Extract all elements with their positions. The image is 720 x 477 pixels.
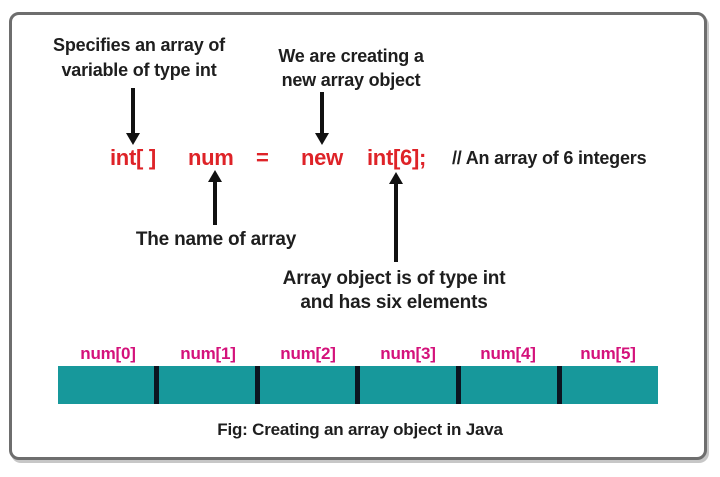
- arrow-shaft: [131, 88, 135, 133]
- annotation-new-object: We are creating a new array object: [261, 44, 441, 92]
- array-cell-label-0: num[0]: [80, 344, 136, 363]
- array-cell-label-3: num[3]: [380, 344, 436, 363]
- array-cell-2: [259, 366, 361, 404]
- code-token-new: new: [301, 145, 343, 170]
- array-cell-4: [461, 366, 563, 404]
- arrow-shaft: [213, 182, 217, 225]
- annotation-array-object-line1: Array object is of type int: [282, 268, 506, 289]
- annotation-array-type: Specifies an array of variable of type i…: [32, 33, 246, 83]
- arrow-head: [208, 170, 222, 182]
- code-token-num: num: [188, 145, 234, 170]
- annotation-array-name: The name of array: [135, 229, 297, 250]
- arrow-down-to-int-icon: [126, 88, 140, 145]
- array-bar: [58, 366, 658, 404]
- array-cell-1: [158, 366, 260, 404]
- annotation-array-object-line2: and has six elements: [300, 292, 488, 313]
- annotation-array-type-line2: variable of type int: [61, 60, 217, 80]
- arrow-head: [389, 172, 403, 184]
- arrow-shaft: [394, 184, 398, 262]
- arrow-head: [126, 133, 140, 145]
- code-comment: // An array of 6 integers: [452, 148, 647, 168]
- arrow-up-to-int6-icon: [389, 172, 403, 262]
- array-cell-5: [562, 366, 658, 404]
- annotation-new-object-line1: We are creating a: [278, 46, 424, 66]
- annotation-array-object: Array object is of type int and has six …: [274, 267, 514, 315]
- array-cell-label-5: num[5]: [580, 344, 636, 363]
- arrow-down-to-new-icon: [315, 92, 329, 145]
- array-cell-3: [360, 366, 462, 404]
- code-token-int6: int[6];: [367, 145, 426, 170]
- array-cell-label-1: num[1]: [180, 344, 236, 363]
- code-token-int-array: int[ ]: [110, 145, 156, 170]
- code-token-equals: =: [256, 145, 269, 170]
- array-cell-labels: num[0] num[1] num[2] num[3] num[4] num[5…: [58, 344, 658, 364]
- annotation-new-object-line2: new array object: [281, 70, 421, 90]
- arrow-up-to-num-icon: [208, 170, 222, 225]
- array-cell-label-2: num[2]: [280, 344, 336, 363]
- array-cell-label-4: num[4]: [480, 344, 536, 363]
- arrow-shaft: [320, 92, 324, 133]
- figure-caption: Fig: Creating an array object in Java: [217, 420, 503, 439]
- annotation-array-type-line1: Specifies an array of: [53, 35, 225, 55]
- arrow-head: [315, 133, 329, 145]
- array-cell-0: [58, 366, 159, 404]
